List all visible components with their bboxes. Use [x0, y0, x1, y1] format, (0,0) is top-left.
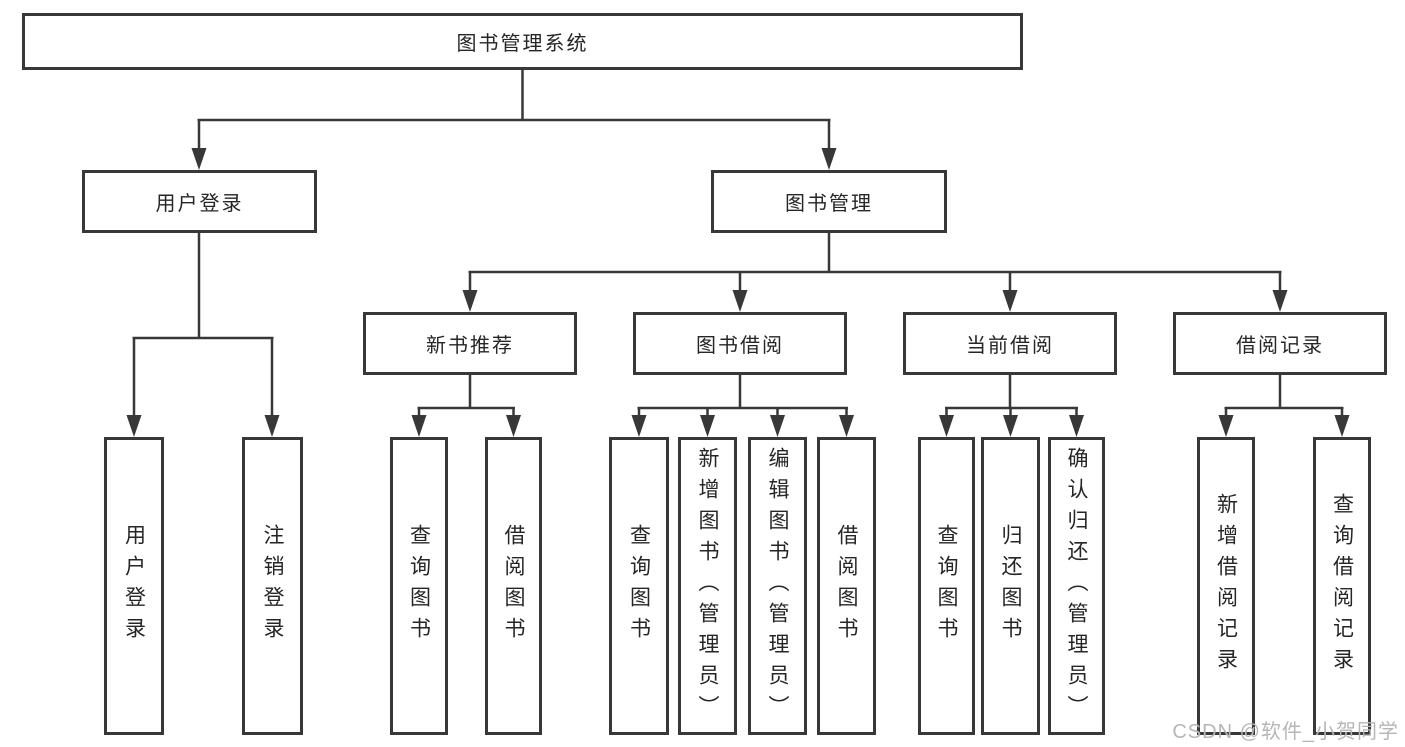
- leaf-add-borrow-record-label: 新增借阅记录: [1214, 493, 1238, 679]
- leaf-add-book-admin: 新增图书（管理员）: [678, 437, 737, 735]
- leaf-confirm-return-admin-label: 确认归还（管理员）: [1065, 446, 1088, 726]
- leaf-edit-book-admin: 编辑图书（管理员）: [748, 437, 807, 735]
- leaf-add-borrow-record: 新增借阅记录: [1197, 437, 1255, 735]
- node-current-borrow: 当前借阅: [903, 312, 1117, 375]
- leaf-borrow-book-2: 借阅图书: [817, 437, 876, 735]
- leaf-query-book-1: 查询图书: [390, 437, 448, 735]
- leaf-return-book: 归还图书: [981, 437, 1040, 735]
- leaf-query-borrow-record: 查询借阅记录: [1313, 437, 1371, 735]
- leaf-logout: 注销登录: [242, 437, 303, 735]
- node-root: 图书管理系统: [22, 13, 1023, 70]
- node-borrow-record: 借阅记录: [1173, 312, 1387, 375]
- leaf-confirm-return-admin: 确认归还（管理员）: [1048, 437, 1105, 735]
- node-new-book-recommend-label: 新书推荐: [426, 335, 514, 357]
- csdn-watermark: CSDN @软件_小贺同学: [1172, 721, 1399, 743]
- leaf-user-login-label: 用户登录: [122, 524, 146, 648]
- leaf-user-login: 用户登录: [104, 437, 164, 735]
- leaf-query-book-3-label: 查询图书: [935, 524, 958, 648]
- leaf-edit-book-admin-label: 编辑图书（管理员）: [766, 446, 789, 726]
- leaf-query-book-1-label: 查询图书: [407, 524, 431, 648]
- node-root-label: 图书管理系统: [456, 33, 589, 55]
- node-book-borrow-label: 图书借阅: [696, 335, 784, 357]
- node-current-borrow-label: 当前借阅: [966, 335, 1054, 357]
- leaf-borrow-book-2-label: 借阅图书: [835, 524, 858, 648]
- leaf-query-book-3: 查询图书: [918, 437, 975, 735]
- node-book-management-label: 图书管理: [785, 193, 873, 215]
- leaf-add-book-admin-label: 新增图书（管理员）: [696, 446, 719, 726]
- node-book-borrow: 图书借阅: [633, 312, 847, 375]
- leaf-query-borrow-record-label: 查询借阅记录: [1330, 493, 1354, 679]
- leaf-query-book-2-label: 查询图书: [627, 524, 651, 648]
- leaf-borrow-book-1-label: 借阅图书: [502, 524, 525, 648]
- node-new-book-recommend: 新书推荐: [363, 312, 577, 375]
- leaf-logout-label: 注销登录: [261, 524, 284, 648]
- node-book-management: 图书管理: [711, 170, 947, 233]
- node-user-login-label: 用户登录: [155, 193, 244, 215]
- node-borrow-record-label: 借阅记录: [1236, 335, 1324, 357]
- leaf-return-book-label: 归还图书: [999, 524, 1022, 648]
- leaf-query-book-2: 查询图书: [609, 437, 669, 735]
- leaf-borrow-book-1: 借阅图书: [485, 437, 542, 735]
- node-user-login: 用户登录: [82, 170, 317, 233]
